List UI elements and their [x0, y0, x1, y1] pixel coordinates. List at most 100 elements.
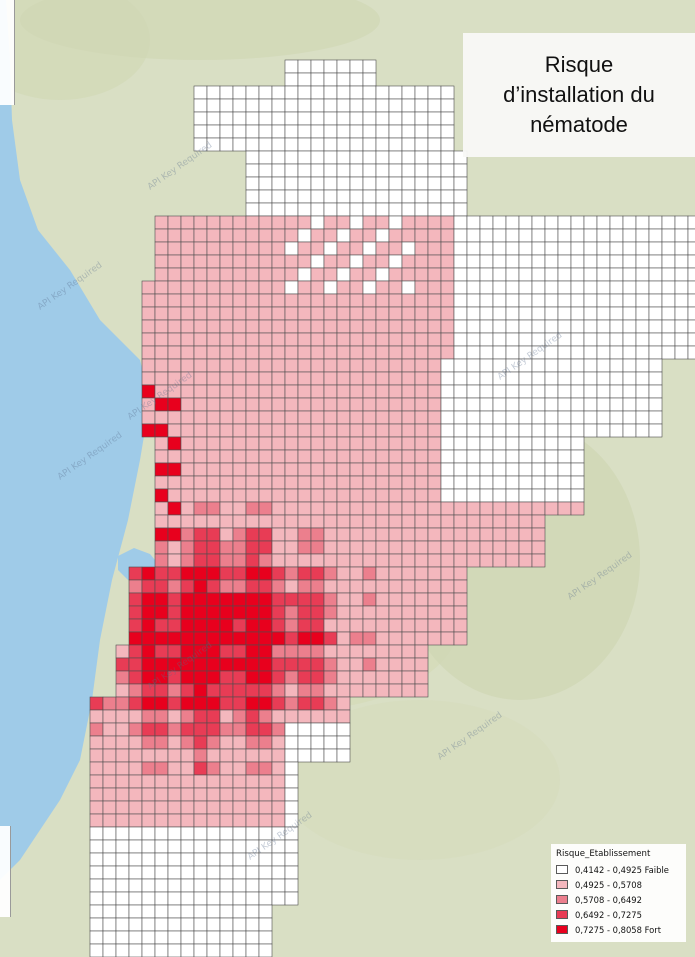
grid-cell — [258, 605, 273, 620]
grid-cell — [206, 280, 221, 295]
grid-cell — [635, 306, 650, 321]
grid-cell — [518, 397, 533, 412]
grid-cell — [349, 397, 364, 412]
grid-cell — [271, 813, 286, 828]
grid-cell — [492, 306, 507, 321]
grid-cell — [362, 605, 377, 620]
grid-cell — [310, 371, 325, 386]
grid-cell — [362, 319, 377, 334]
grid-cell — [258, 462, 273, 477]
grid-cell — [362, 72, 377, 87]
grid-cell — [232, 826, 247, 841]
grid-cell — [414, 137, 429, 152]
grid-cell — [271, 98, 286, 113]
grid-cell — [466, 514, 481, 529]
grid-cell — [89, 787, 104, 802]
grid-cell — [622, 371, 637, 386]
grid-cell — [297, 449, 312, 464]
grid-cell — [297, 462, 312, 477]
grid-cell — [609, 254, 624, 269]
grid-cell — [375, 631, 390, 646]
grid-cell — [193, 605, 208, 620]
grid-cell — [362, 215, 377, 230]
map-title-line-2: d’installation du — [503, 82, 655, 107]
grid-cell — [102, 774, 117, 789]
grid-cell — [414, 436, 429, 451]
grid-cell — [284, 670, 299, 685]
grid-cell — [258, 683, 273, 698]
grid-cell — [206, 865, 221, 880]
grid-cell — [570, 423, 585, 438]
grid-cell — [180, 436, 195, 451]
grid-cell — [297, 124, 312, 139]
grid-cell — [557, 449, 572, 464]
grid-cell — [193, 527, 208, 542]
grid-cell — [284, 631, 299, 646]
grid-cell — [635, 319, 650, 334]
grid-cell — [336, 189, 351, 204]
grid-cell — [440, 592, 455, 607]
grid-cell — [245, 527, 260, 542]
grid-cell — [596, 371, 611, 386]
grid-cell — [245, 813, 260, 828]
grid-cell — [167, 280, 182, 295]
grid-cell — [206, 787, 221, 802]
grid-cell — [154, 826, 169, 841]
grid-cell — [141, 345, 156, 360]
grid-cell — [193, 618, 208, 633]
grid-cell — [193, 800, 208, 815]
grid-cell — [219, 878, 234, 893]
grid-cell — [297, 644, 312, 659]
legend-item-3: 0,5708 - 0,6492 — [556, 894, 642, 905]
grid-cell — [193, 241, 208, 256]
grid-cell — [427, 449, 442, 464]
grid-cell — [154, 488, 169, 503]
grid-cell — [388, 657, 403, 672]
grid-cell — [297, 280, 312, 295]
grid-cell — [440, 371, 455, 386]
grid-cell — [245, 384, 260, 399]
grid-cell — [362, 462, 377, 477]
grid-cell — [323, 592, 338, 607]
grid-cell — [440, 384, 455, 399]
grid-cell — [115, 709, 130, 724]
grid-cell — [362, 150, 377, 165]
grid-cell — [479, 514, 494, 529]
grid-cell — [102, 696, 117, 711]
grid-cell — [284, 787, 299, 802]
grid-cell — [297, 475, 312, 490]
grid-cell — [89, 735, 104, 750]
grid-cell — [258, 85, 273, 100]
grid-cell — [531, 254, 546, 269]
grid-cell — [349, 189, 364, 204]
grid-cell — [128, 878, 143, 893]
grid-cell — [284, 501, 299, 516]
grid-cell — [479, 241, 494, 256]
grid-cell — [310, 163, 325, 178]
grid-cell — [336, 358, 351, 373]
grid-cell — [635, 293, 650, 308]
grid-cell — [206, 904, 221, 919]
grid-cell — [167, 566, 182, 581]
grid-cell — [219, 696, 234, 711]
grid-cell — [518, 449, 533, 464]
grid-cell — [180, 826, 195, 841]
grid-cell — [271, 228, 286, 243]
grid-cell — [115, 943, 130, 957]
grid-cell — [661, 319, 676, 334]
grid-cell — [336, 85, 351, 100]
grid-cell — [180, 384, 195, 399]
grid-cell — [128, 904, 143, 919]
grid-cell — [154, 449, 169, 464]
grid-cell — [284, 683, 299, 698]
grid-cell — [141, 709, 156, 724]
grid-cell — [349, 670, 364, 685]
legend-item-4: 0,6492 - 0,7275 — [556, 909, 642, 920]
grid-cell — [648, 280, 663, 295]
grid-cell — [557, 488, 572, 503]
grid-cell — [206, 657, 221, 672]
grid-cell — [492, 254, 507, 269]
grid-cell — [466, 254, 481, 269]
